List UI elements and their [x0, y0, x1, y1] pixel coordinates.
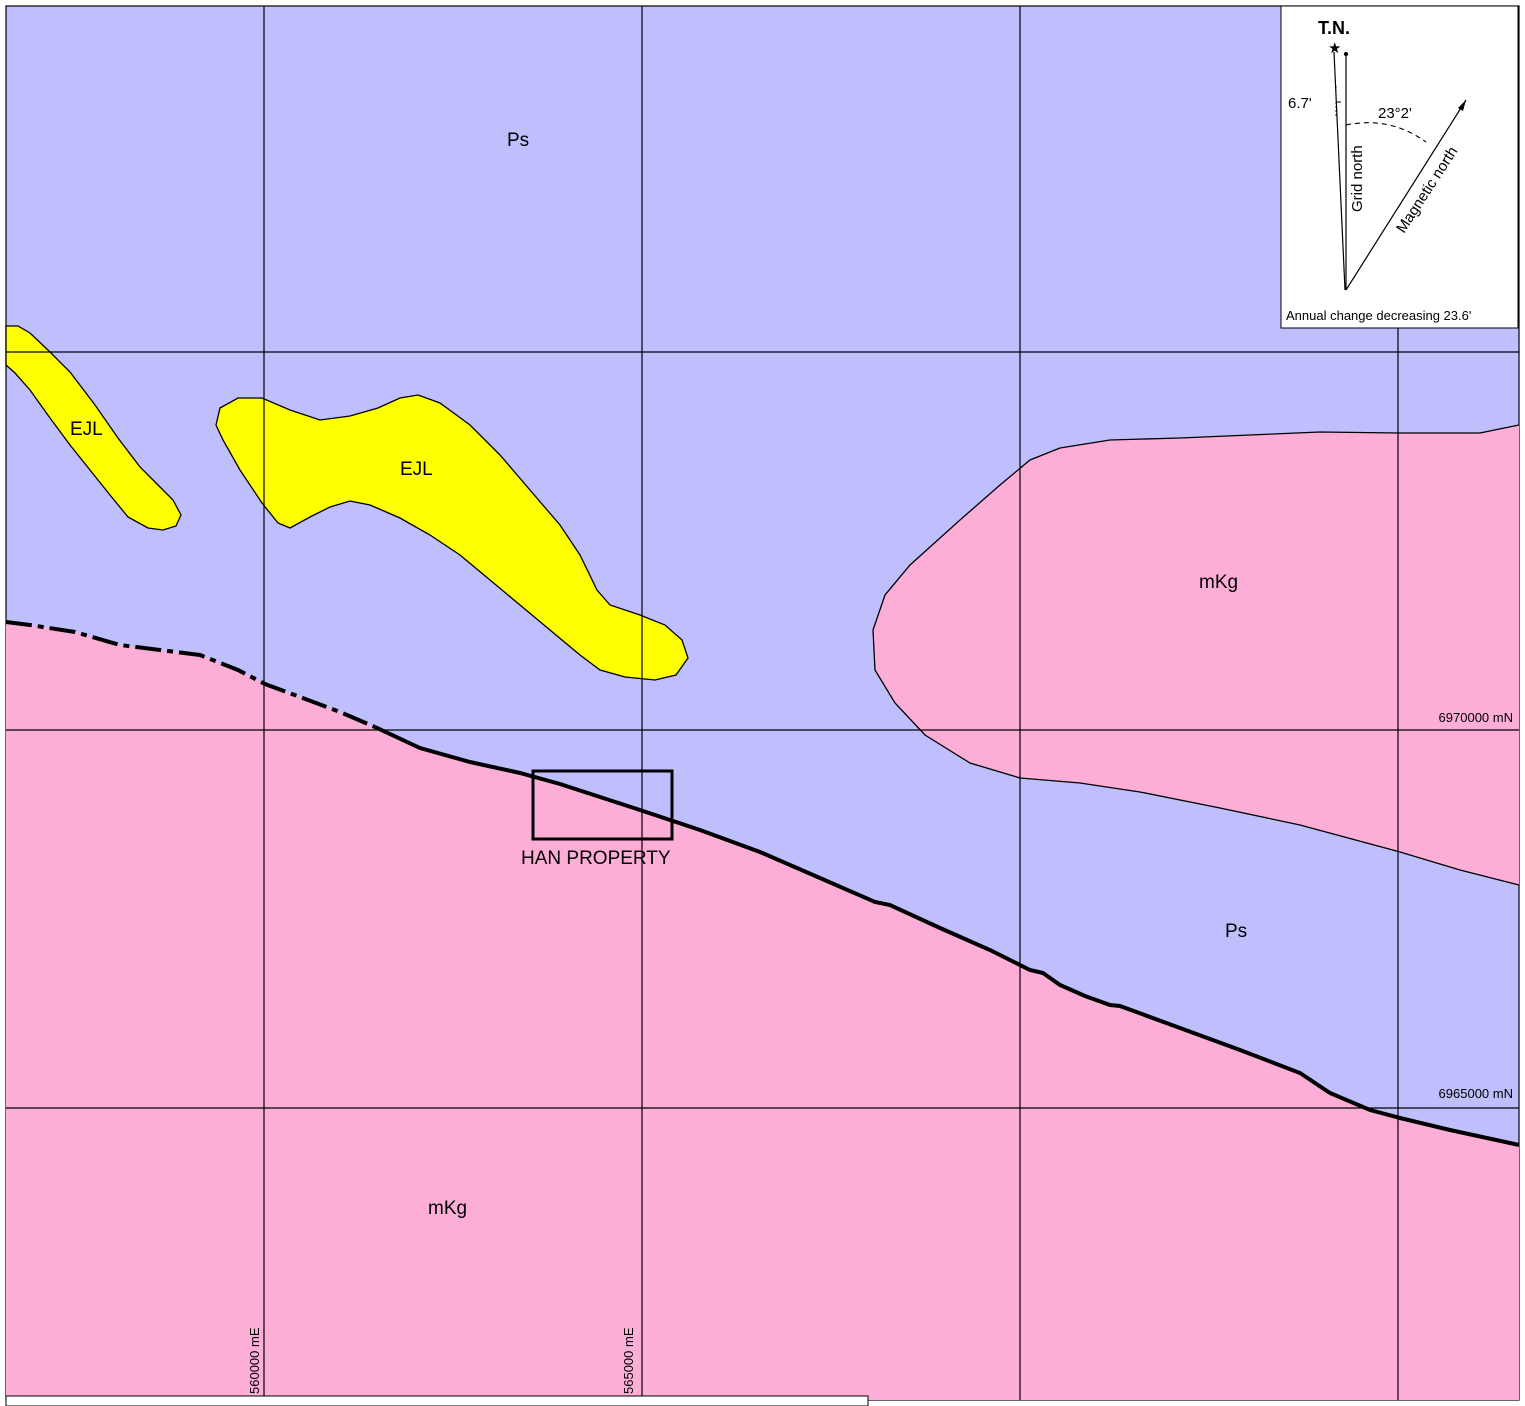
star-icon: ★ [1328, 39, 1341, 57]
true-north-label: T.N. [1318, 18, 1350, 38]
unit-label-mkg-east: mKg [1199, 572, 1238, 593]
mkg-east-polygon [872, 424, 1520, 886]
grid-convergence-label: 6.7' [1288, 95, 1312, 112]
ejl-center-polygon [215, 394, 689, 681]
legend-box [5, 1395, 869, 1406]
declination-arc [1345, 122, 1427, 143]
easting-label-560000: 560000 mE [247, 1327, 262, 1394]
grid-north-label: Grid north [1349, 145, 1366, 212]
north-arrow-box [1280, 5, 1519, 329]
mkg-south-polygon [6, 622, 1519, 1400]
grid-north-dot [1344, 52, 1348, 56]
fault-solid-segment [374, 725, 1520, 1147]
unit-label-mkg-south: mKg [428, 1198, 467, 1219]
north-arrow-panel: T.N. ★ 6.7' 23°2' Grid north Magnetic no… [1280, 5, 1519, 329]
han-property-outline[interactable] [531, 769, 674, 841]
northing-label-6965000: 6965000 mN [1439, 1086, 1513, 1101]
fault-dashed-segment [5, 620, 376, 729]
unit-label-ps-north: Ps [507, 130, 529, 151]
ejl-west-polygon [5, 325, 182, 531]
declination-label: 23°2' [1378, 105, 1412, 122]
unit-label-ejl-west: EJL [70, 419, 103, 440]
unit-label-ps-south: Ps [1225, 921, 1247, 942]
northing-label-6970000: 6970000 mN [1439, 710, 1513, 725]
annual-change-label: Annual change decreasing 23.6' [1286, 308, 1471, 323]
magnetic-north-arrowhead [1458, 100, 1466, 111]
unit-label-ejl-center: EJL [400, 459, 433, 480]
magnetic-north-line [1345, 99, 1467, 291]
easting-label-565000: 565000 mE [621, 1327, 636, 1394]
property-label: HAN PROPERTY [521, 848, 671, 869]
